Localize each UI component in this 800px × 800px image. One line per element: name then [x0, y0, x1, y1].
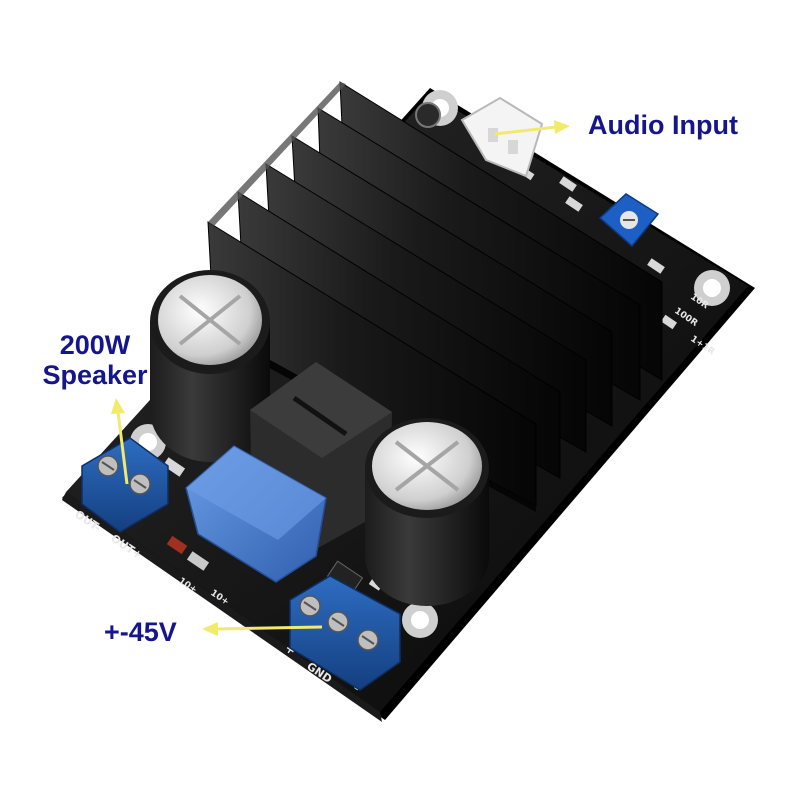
mounting-hole [694, 270, 730, 306]
capacitor-left [150, 270, 270, 462]
power-arrow [202, 622, 323, 636]
mounting-holes [130, 90, 730, 638]
speaker-label: 200W Speaker [20, 330, 170, 390]
capacitor-right [365, 418, 489, 606]
screw-terminal-1 [97, 455, 119, 477]
audio-input-arrow [494, 120, 570, 136]
speaker-arrow [111, 398, 129, 485]
small-capacitor [415, 102, 441, 128]
screw-terminal-3 [299, 595, 321, 617]
screw-terminal-5 [357, 629, 379, 651]
screw-terminal-2 [129, 473, 151, 495]
film-capacitor [185, 445, 327, 583]
speaker-terminal [81, 437, 169, 533]
power-terminal [289, 575, 401, 691]
audio-input-label: Audio Input [588, 110, 738, 140]
speaker-label-line1: 200W [59, 330, 131, 360]
potentiometer [598, 193, 660, 248]
speaker-label-line2: Speaker [42, 360, 148, 390]
screw-terminal-4 [327, 611, 349, 633]
power-label: +-45V [104, 617, 177, 647]
mounting-hole [402, 602, 438, 638]
audio-input-connector [460, 96, 544, 178]
